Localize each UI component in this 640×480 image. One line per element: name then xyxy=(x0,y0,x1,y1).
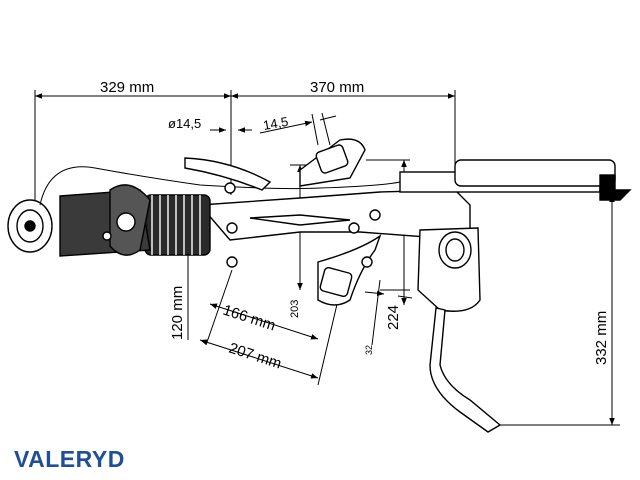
dimension-lines xyxy=(34,90,620,426)
handbrake-lever xyxy=(184,138,366,191)
dim-203: 203 xyxy=(289,300,301,318)
dim-166: 166 mm xyxy=(221,302,278,335)
dim-dia-14-5: ø14,5 xyxy=(168,116,201,131)
dim-120: 120 mm xyxy=(169,286,186,340)
dim-329: 329 mm xyxy=(100,79,154,96)
dim-370: 370 mm xyxy=(310,79,364,96)
coupling-body xyxy=(7,138,632,433)
dim-332: 332 mm xyxy=(593,311,610,365)
dim-207: 207 mm xyxy=(227,340,284,373)
valeryd-logo: VALERYD xyxy=(14,446,125,472)
lower-lever xyxy=(317,234,382,306)
pivot-block xyxy=(417,227,481,312)
dim-14-5: 14,5 xyxy=(262,114,290,133)
support-leg xyxy=(429,307,502,433)
coupling-head xyxy=(7,184,151,257)
dim-224: 224 xyxy=(385,305,402,330)
damper xyxy=(399,159,632,201)
dim-32: 32 xyxy=(364,345,374,355)
bellows xyxy=(144,194,211,256)
